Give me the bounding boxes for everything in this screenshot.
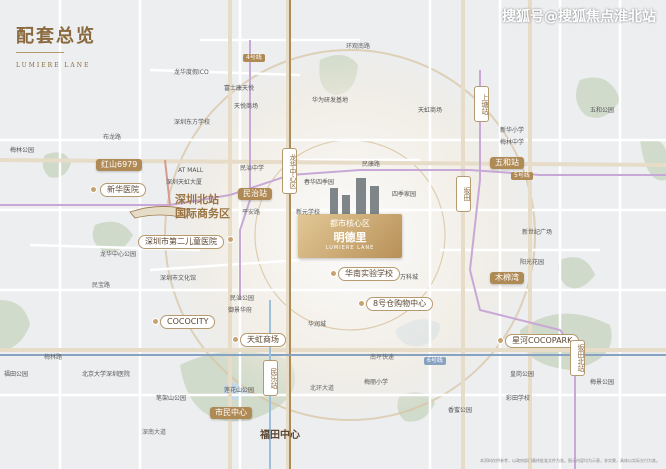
poi-label: 深圳市文化馆: [160, 275, 197, 282]
school-pin[interactable]: [330, 270, 337, 277]
tianhong-pin[interactable]: [232, 336, 239, 343]
poi-label: 华润城: [308, 321, 327, 328]
poi-label: 春华四季园: [304, 179, 335, 186]
poi-label: 新华小学: [500, 127, 525, 134]
station-shangtang[interactable]: 上塘站: [474, 86, 489, 122]
cocopark-pin[interactable]: [497, 337, 504, 344]
poi-label: 皇岗公园: [510, 371, 535, 378]
poi-label: 龙华度假ICO: [174, 69, 209, 76]
page-title: 配套总览: [16, 26, 96, 47]
poi-label: 富士康天悦: [224, 85, 255, 92]
tag-children-hospital[interactable]: 深圳市第二儿童医院: [138, 235, 224, 249]
poi-label: 莲花山公园: [224, 387, 255, 394]
tag-wuhe-station[interactable]: 五和站: [490, 157, 524, 169]
cococity-pin[interactable]: [152, 318, 159, 325]
poi-label: 五和公园: [590, 107, 615, 114]
poi-label: 天悦商场: [234, 103, 259, 110]
poi-label: 四季家园: [392, 191, 417, 198]
poi-label: 深圳天虹大厦: [166, 179, 203, 186]
poi-label: 华为研发基地: [312, 97, 349, 104]
poi-label: 笔架山公园: [156, 395, 187, 402]
poi-label: 民治公园: [230, 295, 255, 302]
project-district: 都市核心区: [330, 219, 370, 228]
poi-label: 梅林公园: [10, 147, 35, 154]
tag-cococity[interactable]: COCOCITY: [160, 315, 216, 329]
tag-no8-mall[interactable]: 8号仓购物中心: [366, 297, 434, 311]
road-label: 南坪快速: [370, 354, 395, 361]
poi-label: 福田公园: [4, 371, 29, 378]
project-marker[interactable]: 都市核心区 明德里 LUMIERE LANE: [298, 214, 402, 258]
road-label: 布龙路: [103, 134, 122, 141]
road-label: 民宝路: [92, 282, 111, 289]
station-xuexiao[interactable]: 坂田北站: [570, 340, 585, 376]
page-subtitle: LUMIERE LANE: [16, 62, 91, 69]
tag-mumian[interactable]: 木棉湾: [490, 272, 524, 284]
title-divider: [16, 52, 64, 53]
road-label: 深南大道: [142, 429, 167, 436]
poi-label: 梅景公园: [590, 379, 615, 386]
poi-label: 梅林中学: [500, 139, 525, 146]
line5-badge: 5号线: [511, 172, 533, 180]
mall-pin[interactable]: [358, 300, 365, 307]
poi-label: 新世纪广场: [522, 229, 553, 236]
disclaimer-text: 本资料仅供参考，以政府部门最终批准文件为准。图示内容均为示意，非实景，具体以实际…: [480, 457, 660, 463]
poi-label: 民治中学: [240, 165, 265, 172]
road-label: 梅林路: [44, 354, 63, 361]
poi-label: 天虹商场: [418, 107, 443, 114]
poi-label: 万科城: [400, 274, 419, 281]
tag-xinhua-hospital[interactable]: 新华医院: [100, 183, 146, 197]
futian-center-label: 福田中心: [260, 430, 300, 441]
poi-label: 深圳东方学校: [174, 119, 211, 126]
poi-label: 龙华中心公园: [100, 251, 137, 258]
tag-huanan-school[interactable]: 华南实验学校: [338, 267, 400, 281]
children-hospital-pin[interactable]: [227, 236, 234, 243]
station-bantian[interactable]: 坂田: [456, 176, 471, 212]
hospital-pin[interactable]: [90, 186, 97, 193]
road-label: 平安路: [242, 209, 261, 216]
tag-hongshan[interactable]: 红山6979: [96, 159, 143, 171]
poi-label: 香蜜公园: [448, 407, 473, 414]
road-label: 民康路: [362, 161, 381, 168]
tag-coco-park[interactable]: 星河COCOPARK: [505, 334, 580, 348]
tag-tianhong[interactable]: 天虹商场: [240, 333, 286, 347]
tag-shimin-center[interactable]: 市民中心: [210, 407, 252, 419]
line4-badge: 4号线: [243, 54, 265, 62]
poi-label: 梅丽小学: [364, 379, 389, 386]
project-name: 明德里: [333, 231, 367, 244]
project-name-en: LUMIERE LANE: [325, 245, 375, 251]
tag-minzhi-station[interactable]: 民治站: [238, 188, 272, 200]
poi-label: 新元学校: [296, 209, 321, 216]
shenzhen-north-label: 深圳北站 国际商务区: [175, 193, 230, 220]
watermark: 搜狐号@搜狐焦点淮北站: [502, 9, 656, 25]
station-longhua-center[interactable]: 龙华中心区: [282, 148, 297, 194]
line6-badge: 6号线: [424, 357, 446, 365]
station-minle[interactable]: 民乐站: [263, 360, 278, 396]
poi-label: AT MALL: [178, 167, 204, 174]
poi-label: 北京大学深圳医院: [82, 371, 131, 378]
road-label: 环观南路: [346, 43, 371, 50]
poi-label: 阳光花园: [520, 259, 545, 266]
poi-label: 御景华府: [228, 307, 253, 314]
road-label: 北环大道: [310, 385, 335, 392]
poi-label: 彩田学校: [506, 395, 531, 402]
